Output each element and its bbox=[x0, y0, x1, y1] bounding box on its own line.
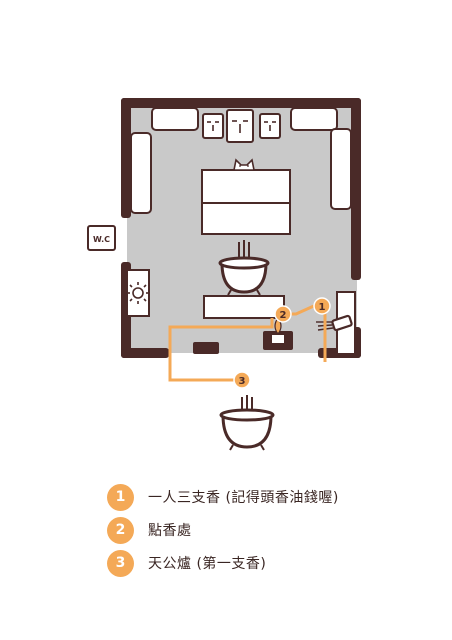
wall-top bbox=[121, 98, 361, 108]
route-marker-3: 3 bbox=[233, 371, 251, 389]
legend-label-1: 一人三支香 (記得頭香油錢喔) bbox=[148, 490, 339, 506]
route-marker-1: 1 bbox=[313, 297, 331, 315]
svg-text:3: 3 bbox=[239, 376, 246, 387]
sun-icon bbox=[127, 282, 149, 304]
svg-text:2: 2 bbox=[280, 310, 287, 321]
heaven-burner-icon bbox=[219, 395, 275, 451]
bench-top-left bbox=[151, 107, 199, 131]
offering-table bbox=[203, 295, 285, 319]
bench-left bbox=[130, 132, 152, 214]
route-marker-2: 2 bbox=[274, 305, 292, 323]
restroom-sign-label: W.C bbox=[93, 235, 110, 244]
wall-left-upper bbox=[121, 98, 131, 218]
cat-figure bbox=[233, 158, 255, 171]
legend-badge-3: 3 bbox=[107, 549, 134, 577]
legend-item-1: 1 一人三支香 (記得頭香油錢喔) bbox=[107, 482, 339, 512]
wall-bottom-left bbox=[121, 348, 169, 358]
route-to-heaven-burner bbox=[168, 318, 274, 382]
legend-item-2: 2 點香處 bbox=[107, 515, 339, 545]
furniture bbox=[126, 107, 356, 355]
legend: 1 一人三支香 (記得頭香油錢喔) 2 點香處 3 天公爐 (第一支香) bbox=[107, 482, 339, 581]
legend-badge-1: 1 bbox=[107, 483, 134, 511]
floor-mat bbox=[193, 342, 219, 354]
incense-burner-icon bbox=[218, 240, 270, 296]
bench-top-right bbox=[290, 107, 338, 131]
legend-item-3: 3 天公爐 (第一支香) bbox=[107, 548, 339, 578]
legend-badge-2: 2 bbox=[107, 516, 134, 544]
deity-statues bbox=[202, 109, 281, 171]
restroom-sign: W.C bbox=[87, 225, 116, 251]
legend-label-3: 天公爐 (第一支香) bbox=[148, 556, 267, 572]
lamp-cabinet bbox=[126, 269, 150, 317]
legend-label-2: 點香處 bbox=[148, 523, 192, 539]
deity-statue-center bbox=[226, 109, 254, 143]
bench-right bbox=[330, 128, 352, 210]
deity-statue-left bbox=[202, 113, 224, 139]
wall-right-upper bbox=[351, 98, 361, 280]
svg-text:1: 1 bbox=[319, 302, 326, 313]
deity-statue-right bbox=[259, 113, 281, 139]
